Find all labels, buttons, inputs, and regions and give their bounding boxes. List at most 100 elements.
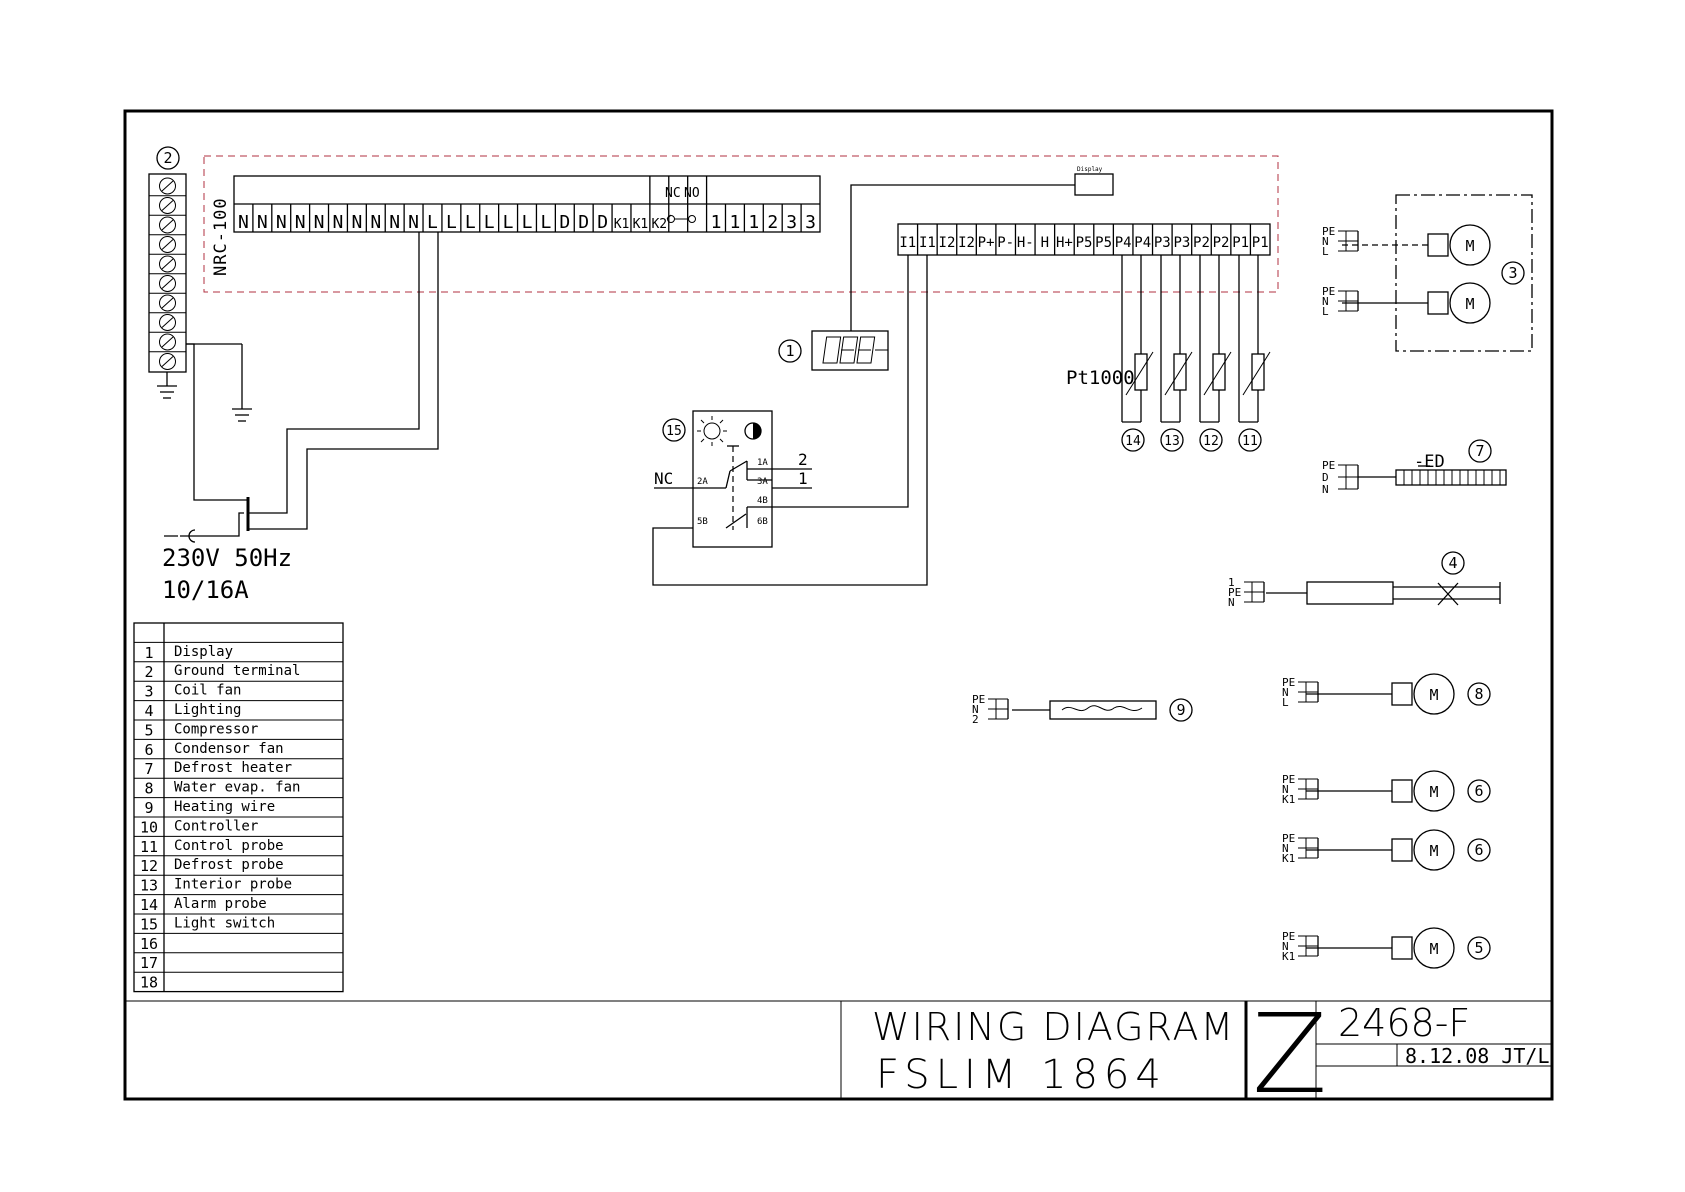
wire-label: N: [1322, 483, 1329, 496]
top-terminal-label: 1: [748, 212, 759, 233]
wire-label: PE: [1322, 285, 1335, 298]
legend-row-number: 3: [144, 683, 153, 701]
legend-row-number: 10: [140, 818, 158, 836]
top-terminal-label: N: [389, 212, 400, 233]
model-text: FSLIM 1864: [876, 1052, 1167, 1098]
wire-label: PE: [1228, 586, 1241, 599]
ground-screw: [159, 275, 176, 292]
drawing-number-text: 2468-F: [1338, 1001, 1470, 1045]
callout-number: 11: [1242, 434, 1258, 449]
defrost-heater-tag: -ED: [1414, 452, 1445, 472]
motor-symbol-label: M: [1429, 686, 1438, 704]
ground-screw: [159, 333, 176, 351]
motor-symbol-label: M: [1465, 237, 1474, 255]
switch-terminal-5b: 5B: [697, 517, 708, 527]
controller-enclosure: [203, 155, 1279, 293]
top-terminal-label: 3: [805, 212, 816, 233]
legend-row-text: Controller: [174, 818, 258, 834]
defrost-heater: [1358, 465, 1507, 486]
top-terminal-label: L: [465, 212, 476, 233]
callout-water-fan: 8: [1467, 682, 1491, 706]
callout-number: 7: [1475, 442, 1484, 460]
wire-label: N: [1282, 842, 1289, 855]
supply-plug-icon: [164, 529, 196, 543]
callout-number: 2: [163, 149, 172, 167]
legend-row-number: 11: [140, 838, 158, 856]
ground-screw: [159, 294, 176, 312]
callout-light-switch: 15: [662, 418, 686, 442]
callout-number: 8: [1474, 685, 1483, 703]
sensor-terminal-label: P4: [1115, 235, 1132, 251]
callout-number: 6: [1474, 782, 1483, 800]
relay-nc-label: NC: [665, 186, 681, 201]
coil-fan-enclosure: [1395, 194, 1533, 352]
top-terminal-label: L: [522, 212, 533, 233]
motor-symbol-label: M: [1429, 783, 1438, 801]
wire-label: PE: [1282, 773, 1295, 786]
supply-plug-wire: [180, 512, 244, 537]
switch-terminal-3a: 3A: [757, 477, 768, 487]
callout-display: 1: [778, 339, 802, 363]
callout-probe-11: 11: [1238, 428, 1262, 452]
legend-row-number: 4: [144, 702, 153, 720]
legend-row-text: Alarm probe: [174, 896, 267, 912]
display-label-box: [1074, 173, 1114, 196]
top-terminal-label: N: [295, 212, 306, 233]
supply-wire-pe: [186, 343, 248, 501]
callout-compressor: 5: [1467, 936, 1491, 960]
legend-row-text: Light switch: [174, 915, 275, 931]
callout-number: 9: [1176, 701, 1185, 719]
wire-label: PE: [972, 693, 985, 706]
ground-screw: [159, 216, 176, 234]
ground-screw-slot: [161, 200, 174, 211]
legend-row-number: 7: [144, 760, 153, 778]
wire-label: 1: [1228, 576, 1235, 589]
legend-row-number: 13: [140, 877, 158, 895]
callout-lighting: 4: [1441, 551, 1465, 575]
wire-label: PE: [1322, 225, 1335, 238]
display-wire: [850, 184, 1075, 331]
wire-label: L: [1322, 305, 1329, 318]
title-text: WIRING DIAGRAM: [872, 1005, 1235, 1049]
top-terminal-label: L: [446, 212, 457, 233]
ground-screw-slot: [161, 336, 174, 348]
callout-probe-12: 12: [1199, 428, 1223, 452]
legend-row-text: Condensor fan: [174, 741, 284, 757]
coil-fan-motor-lower: M: [1342, 282, 1491, 324]
wire-label: L: [1322, 245, 1329, 258]
display-box-label: Display: [1077, 166, 1103, 173]
ground-screw: [159, 177, 176, 195]
probe-13-resistor: [1164, 351, 1193, 396]
sensor-terminal-label: P2: [1193, 235, 1210, 251]
top-terminal-label: N: [314, 212, 325, 233]
top-terminal-label: L: [484, 212, 495, 233]
light-switch: [654, 410, 812, 548]
coil-fan-motor-upper: M: [1342, 224, 1491, 266]
sensor-terminal-label: P2: [1213, 235, 1230, 251]
switch-wire-4b: [795, 255, 909, 508]
top-terminal-label: N: [257, 212, 268, 233]
switch-terminal-6b: 6B: [757, 517, 768, 527]
supply-current: 10/16A: [162, 576, 249, 604]
sensor-terminal-label: H: [1041, 235, 1049, 251]
relay-contact-symbol: [666, 214, 696, 223]
top-terminal-label: L: [503, 212, 514, 233]
legend-row-number: 8: [144, 780, 153, 798]
wire-label: PE: [1282, 676, 1295, 689]
legend-row-text: Ground terminal: [174, 663, 300, 679]
wire-label: 2: [972, 713, 979, 726]
callout-coil-fan: 3: [1501, 261, 1525, 285]
wire-label: K1: [1282, 950, 1295, 963]
ground-screw-slot: [161, 317, 174, 328]
wire-label: N: [1282, 783, 1289, 796]
top-terminal-label: D: [578, 212, 589, 233]
sensor-terminal-label: P3: [1154, 235, 1171, 251]
ground-terminal-block: [148, 173, 252, 422]
